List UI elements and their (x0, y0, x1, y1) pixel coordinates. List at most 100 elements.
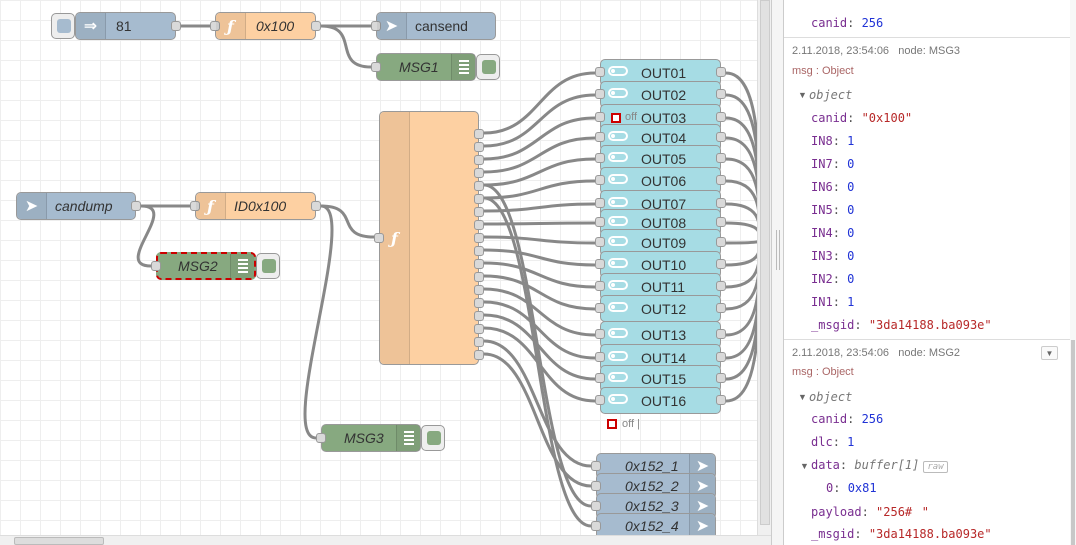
switch-input-port[interactable] (595, 175, 605, 185)
switch-input-port[interactable] (595, 89, 605, 99)
switch-input-port[interactable] (595, 217, 605, 227)
function-split-output-port[interactable] (474, 246, 484, 256)
sidebar-splitter[interactable] (771, 0, 784, 545)
function-id0x100-node[interactable]: ƒ ID0x100 (190, 192, 321, 220)
function-split-output-port[interactable] (474, 298, 484, 308)
switch-output-port[interactable] (716, 198, 726, 208)
switch-input-port[interactable] (595, 132, 605, 142)
wire-switch-out[interactable] (725, 116, 757, 240)
switch-output-port[interactable] (716, 352, 726, 362)
wire-switch-out[interactable] (725, 240, 757, 360)
wire-fn-to-msg1[interactable] (320, 24, 372, 69)
debug-msg3-node[interactable]: MSG3 (316, 424, 421, 452)
switch-input-port[interactable] (595, 153, 605, 163)
cansend-node[interactable]: ➤ cansend (371, 12, 496, 40)
lower-node-4[interactable]: 0x152_4➤ (591, 513, 716, 535)
wire-switch-out[interactable] (725, 240, 757, 311)
switch-input-port[interactable] (595, 329, 605, 339)
function-0x100-node[interactable]: ƒ 0x100 (210, 12, 321, 40)
prop-row[interactable]: data: buffer[1]raw (811, 458, 948, 473)
inject-81-trigger-button[interactable] (51, 13, 75, 39)
function-split-output-port[interactable] (474, 207, 484, 217)
function-split-node[interactable]: ƒ (374, 111, 484, 365)
wire-split-to-switch[interactable] (483, 157, 596, 187)
switch-output-port[interactable] (716, 303, 726, 313)
switch-input-port[interactable] (595, 237, 605, 247)
wire-split-to-switch[interactable] (483, 116, 596, 161)
function-split-output-port[interactable] (474, 285, 484, 295)
wire-switch-out[interactable] (725, 240, 757, 403)
wire-switch-out[interactable] (725, 240, 757, 289)
function-split-output-port[interactable] (474, 194, 484, 204)
message-options-button[interactable]: ▼ (1041, 346, 1058, 360)
function-split-output-port[interactable] (474, 272, 484, 282)
function-split-output-port[interactable] (474, 350, 484, 360)
debug-msg2-toggle-button[interactable] (256, 253, 280, 279)
wire-split-to-switch[interactable] (483, 93, 596, 148)
switch-output-port[interactable] (716, 153, 726, 163)
vertical-scroll-thumb[interactable] (760, 0, 770, 525)
workspace-horizontal-scrollbar[interactable] (0, 535, 771, 545)
function-id0x100-output-port[interactable] (311, 201, 321, 211)
switch-node-out06[interactable]: OUT06 (595, 167, 726, 194)
debug-msg1-input-port[interactable] (371, 62, 381, 72)
wire-split-to-switch[interactable] (483, 71, 596, 135)
sidebar-scrollbar[interactable] (1070, 0, 1076, 545)
switch-output-port[interactable] (716, 329, 726, 339)
debug-msg2-input-port[interactable] (151, 261, 161, 271)
cansend-input-port[interactable] (371, 21, 381, 31)
wire-split-to-switch[interactable] (483, 235, 596, 245)
caret-down-icon[interactable]: ▼ (798, 90, 807, 100)
debug-msg3-input-port[interactable] (316, 433, 326, 443)
caret-down-icon[interactable]: ▼ (798, 392, 807, 402)
wire-switch-out[interactable] (725, 179, 757, 240)
function-split-output-port[interactable] (474, 311, 484, 321)
function-split-output-port[interactable] (474, 259, 484, 269)
wire-switch-out[interactable] (725, 136, 757, 240)
wire-switch-out[interactable] (725, 157, 757, 240)
wire-fn-to-msg3[interactable] (303, 204, 334, 440)
inject-81-node[interactable]: ⇒ 81 (75, 12, 181, 40)
flow-workspace[interactable]: ⇒ 81 ƒ 0x100 ➤ cansend MSG1 ➤ candump ƒ … (0, 0, 757, 535)
wire-switch-out[interactable] (725, 71, 757, 240)
function-split-output-port[interactable] (474, 220, 484, 230)
function-split-input-port[interactable] (374, 233, 384, 243)
switch-node-out13[interactable]: OUT13 (595, 321, 726, 348)
switch-input-port[interactable] (595, 395, 605, 405)
wire-split-to-switch[interactable] (483, 287, 596, 337)
wire-split-to-switch[interactable] (483, 313, 596, 381)
wire-switch-out[interactable] (725, 240, 757, 381)
switch-input-port[interactable] (595, 259, 605, 269)
object-root[interactable]: object (809, 88, 853, 102)
wire-split-to-lower[interactable] (483, 196, 592, 528)
wire-switch-out[interactable] (725, 240, 757, 267)
function-split-output-port[interactable] (474, 168, 484, 178)
wire-split-to-switch[interactable] (483, 136, 596, 174)
lower-node-input-port[interactable] (591, 501, 601, 511)
function-split-output-port[interactable] (474, 337, 484, 347)
switch-node-out16[interactable]: OUT16 (595, 387, 726, 414)
raw-toggle-button[interactable]: raw (923, 461, 948, 473)
debug-msg1-toggle-button[interactable] (476, 54, 500, 80)
debug-msg3-toggle-button[interactable] (421, 425, 445, 451)
wire-switch-out[interactable] (725, 221, 757, 240)
inject-81-output-port[interactable] (171, 21, 181, 31)
wire-split-to-lower[interactable] (483, 352, 592, 488)
function-0x100-input-port[interactable] (210, 21, 220, 31)
wire-fn-to-split[interactable] (320, 204, 375, 239)
lower-node-input-port[interactable] (591, 521, 601, 531)
function-split-output-port[interactable] (474, 324, 484, 334)
function-id0x100-input-port[interactable] (190, 201, 200, 211)
switch-input-port[interactable] (595, 198, 605, 208)
switch-input-port[interactable] (595, 303, 605, 313)
candump-output-port[interactable] (131, 201, 141, 211)
function-split-output-port[interactable] (474, 129, 484, 139)
function-split-output-port[interactable] (474, 233, 484, 243)
wire-switch-out[interactable] (725, 202, 757, 240)
switch-output-port[interactable] (716, 259, 726, 269)
switch-input-port[interactable] (595, 67, 605, 77)
workspace-vertical-scrollbar[interactable] (757, 0, 771, 535)
switch-output-port[interactable] (716, 132, 726, 142)
wire-switch-out[interactable] (725, 240, 757, 337)
wire-split-to-switch[interactable] (483, 248, 596, 267)
